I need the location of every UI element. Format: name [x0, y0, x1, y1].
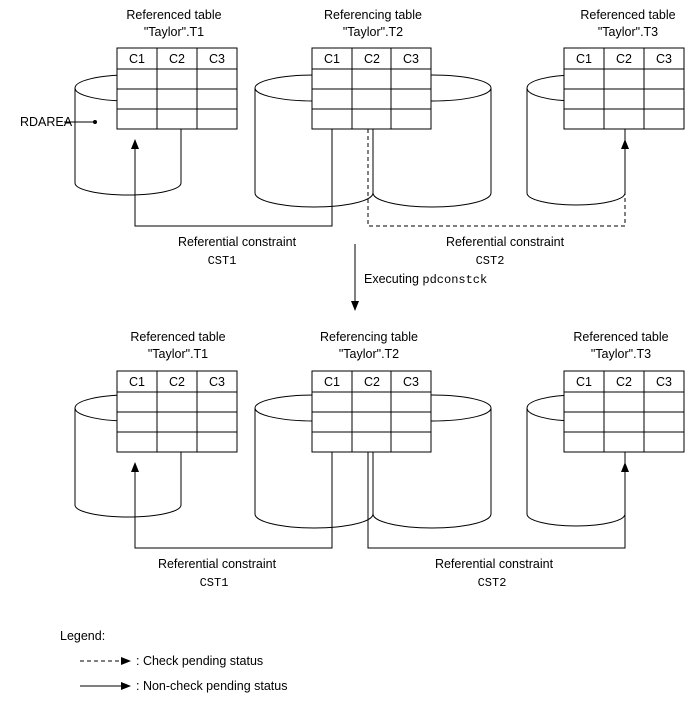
top-section: RDAREA Referenced table "Taylor".T1 C1 C…: [20, 8, 685, 268]
constraint-cst1-arrow-top: [131, 129, 333, 227]
table-t1-bottom: Referenced table "Taylor".T1 C1 C2 C3: [116, 330, 238, 453]
table-t3-bottom: Referenced table "Taylor".T3 C1 C2 C3: [563, 330, 685, 453]
table-t1-name: "Taylor".T1: [144, 25, 204, 39]
table-t1-name: "Taylor".T1: [148, 347, 208, 361]
column-header: C1: [129, 52, 145, 66]
constraint-cst2-label: Referential constraint: [446, 235, 565, 249]
table-t3-name: "Taylor".T3: [598, 25, 658, 39]
constraint-cst2-arrow-bottom: [367, 452, 629, 549]
constraint-cst2-arrow-top: [367, 129, 629, 227]
constraint-cst2-name: CST2: [478, 576, 507, 590]
column-header: C2: [169, 375, 185, 389]
column-header: C2: [169, 52, 185, 66]
table-t3-title: Referenced table: [573, 330, 668, 344]
column-header: C2: [616, 52, 632, 66]
table-t1-title: Referenced table: [130, 330, 225, 344]
column-header: C1: [324, 52, 340, 66]
column-header: C3: [403, 52, 419, 66]
constraint-cst2-label: Referential constraint: [435, 557, 554, 571]
table-t1-title: Referenced table: [126, 8, 221, 22]
table-t2-bottom: Referencing table "Taylor".T2 C1 C2 C3: [311, 330, 432, 453]
table-t2-name: "Taylor".T2: [343, 25, 403, 39]
column-header: C1: [324, 375, 340, 389]
column-header: C2: [364, 375, 380, 389]
column-header: C3: [403, 375, 419, 389]
legend-title: Legend:: [60, 629, 105, 643]
column-header: C3: [656, 375, 672, 389]
constraint-cst1-label: Referential constraint: [158, 557, 277, 571]
column-header: C3: [209, 52, 225, 66]
table-t3-title: Referenced table: [580, 8, 675, 22]
bottom-section: Referenced table "Taylor".T1 C1 C2 C3 Re…: [74, 330, 685, 590]
rdarea-label: RDAREA: [20, 115, 73, 129]
column-header: C3: [209, 375, 225, 389]
constraint-cst1-arrow-bottom: [131, 452, 333, 549]
transition-label: Executing pdconstck: [364, 272, 487, 287]
table-t3-name: "Taylor".T3: [591, 347, 651, 361]
column-header: C1: [576, 52, 592, 66]
table-t1-top: Referenced table "Taylor".T1 C1 C2 C3: [116, 8, 238, 130]
column-header: C1: [129, 375, 145, 389]
legend: Legend: : Check pending status : Non-che…: [60, 629, 287, 693]
column-header: C1: [576, 375, 592, 389]
constraint-cst1-label: Referential constraint: [178, 235, 297, 249]
transition: Executing pdconstck: [351, 244, 487, 311]
table-t2-top: Referencing table "Taylor".T2 C1 C2 C3: [311, 8, 432, 130]
rdarea-pointer-dot: [93, 120, 97, 124]
legend-non-check-pending: : Non-check pending status: [136, 679, 287, 693]
constraint-cst1-name: CST1: [208, 254, 237, 268]
table-t2-name: "Taylor".T2: [339, 347, 399, 361]
column-header: C2: [364, 52, 380, 66]
table-t2-title: Referencing table: [320, 330, 418, 344]
table-t2-title: Referencing table: [324, 8, 422, 22]
constraint-cst2-name: CST2: [476, 254, 505, 268]
column-header: C3: [656, 52, 672, 66]
legend-check-pending: : Check pending status: [136, 654, 263, 668]
column-header: C2: [616, 375, 632, 389]
table-t3-top: Referenced table "Taylor".T3 C1 C2 C3: [563, 8, 685, 130]
constraint-cst1-name: CST1: [200, 576, 229, 590]
